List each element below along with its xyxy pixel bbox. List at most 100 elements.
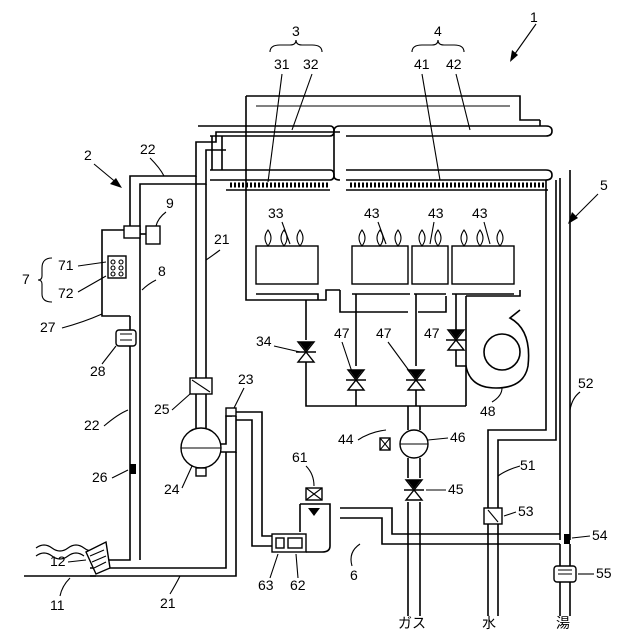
bracket-3	[270, 40, 322, 52]
leader-23	[234, 388, 244, 408]
label-61: 61	[292, 449, 308, 465]
valve-9-body	[124, 226, 140, 238]
label-8: 8	[158, 263, 166, 279]
housing-bottom-mid	[418, 296, 446, 312]
leader-28	[102, 346, 116, 364]
hot-water-pipe-52	[560, 170, 570, 540]
label-44: 44	[338, 431, 354, 447]
label-24: 24	[164, 481, 180, 497]
leader-8	[142, 280, 156, 290]
bracket-7	[38, 258, 52, 302]
leader-31	[268, 74, 282, 182]
arrow-1	[512, 24, 536, 58]
housing-bottom-right	[466, 290, 520, 296]
label-43-b: 43	[428, 205, 444, 221]
sensor-54	[564, 534, 570, 544]
valve-62-plug	[308, 508, 320, 516]
label-22-b: 22	[84, 417, 100, 433]
label-4: 4	[434, 23, 442, 39]
label-27: 27	[40, 319, 56, 335]
leader-9	[156, 212, 166, 226]
label-gas: ガス	[398, 616, 426, 632]
leader-54	[572, 536, 590, 538]
device-9	[146, 226, 160, 244]
leader-43-a	[378, 222, 386, 244]
label-2: 2	[84, 147, 92, 163]
leader-22-b	[104, 410, 128, 426]
burner-43c	[452, 246, 514, 284]
label-43-c: 43	[472, 205, 488, 221]
label-26: 26	[92, 469, 108, 485]
device-28	[116, 330, 136, 346]
burner-33	[256, 246, 318, 284]
label-43-a: 43	[364, 205, 380, 221]
housing-top	[246, 96, 540, 120]
label-46: 46	[450, 429, 466, 445]
heat-exchanger-32-lower	[210, 170, 334, 180]
valve-47-a	[346, 370, 366, 390]
leader-34	[274, 346, 300, 352]
pipe-21-mid	[196, 394, 206, 428]
label-water: 水	[482, 616, 496, 632]
label-25: 25	[154, 401, 170, 417]
heat-exchanger-42-end	[334, 126, 340, 180]
leader-63	[270, 554, 278, 578]
leader-25	[172, 394, 190, 410]
pipe-to-62	[236, 412, 272, 546]
label-52: 52	[578, 375, 594, 391]
valve-47-b	[406, 370, 426, 390]
label-21-b: 21	[160, 595, 176, 611]
leader-61	[306, 466, 314, 486]
label-11: 11	[50, 597, 65, 613]
leader-46	[428, 438, 448, 440]
manifold-43c	[452, 294, 514, 330]
leader-27	[62, 314, 102, 328]
block-63-inner	[276, 538, 284, 548]
fitting-12	[86, 542, 110, 574]
gas-header	[306, 362, 466, 406]
leader-22-a	[150, 158, 164, 176]
gas-branches	[356, 350, 466, 406]
label-53: 53	[518, 503, 534, 519]
leader-42	[456, 74, 470, 130]
label-32: 32	[303, 56, 319, 72]
fan-casing-48	[466, 296, 529, 388]
label-hot-water: 湯	[556, 615, 570, 632]
heat-exchanger-42-lower	[346, 170, 552, 180]
label-28: 28	[90, 363, 106, 379]
label-31: 31	[274, 56, 290, 72]
sensor-23	[226, 408, 236, 416]
sensor-26	[130, 464, 136, 474]
fan-48	[484, 334, 520, 370]
water-inlet	[488, 524, 498, 616]
label-42: 42	[446, 56, 462, 72]
label-45: 45	[448, 481, 464, 497]
gas-inlet	[408, 502, 420, 616]
leader-53	[504, 512, 516, 516]
leader-47-b	[388, 342, 410, 372]
label-51: 51	[520, 457, 536, 473]
label-21-a: 21	[214, 231, 230, 247]
leader-43-c	[484, 222, 490, 244]
leader-21-a	[206, 250, 220, 260]
leader-21-b	[170, 576, 180, 594]
label-48: 48	[480, 403, 496, 419]
label-41: 41	[414, 56, 430, 72]
pipe-21-upper	[196, 176, 206, 380]
leader-43-b	[430, 222, 434, 244]
valve-47-c	[446, 330, 466, 350]
label-47-a: 47	[334, 325, 350, 341]
label-12: 12	[50, 553, 66, 569]
leader-12	[68, 560, 86, 562]
pipe-22-top-inner	[140, 150, 226, 230]
label-71: 71	[58, 257, 74, 273]
label-3: 3	[292, 23, 300, 39]
leader-52	[570, 392, 580, 410]
label-7: 7	[22, 271, 30, 287]
leader-48	[492, 388, 502, 402]
gas-main-mid	[408, 458, 420, 478]
label-6: 6	[350, 567, 358, 583]
burner-43b	[412, 246, 448, 284]
leader-24	[182, 466, 192, 488]
